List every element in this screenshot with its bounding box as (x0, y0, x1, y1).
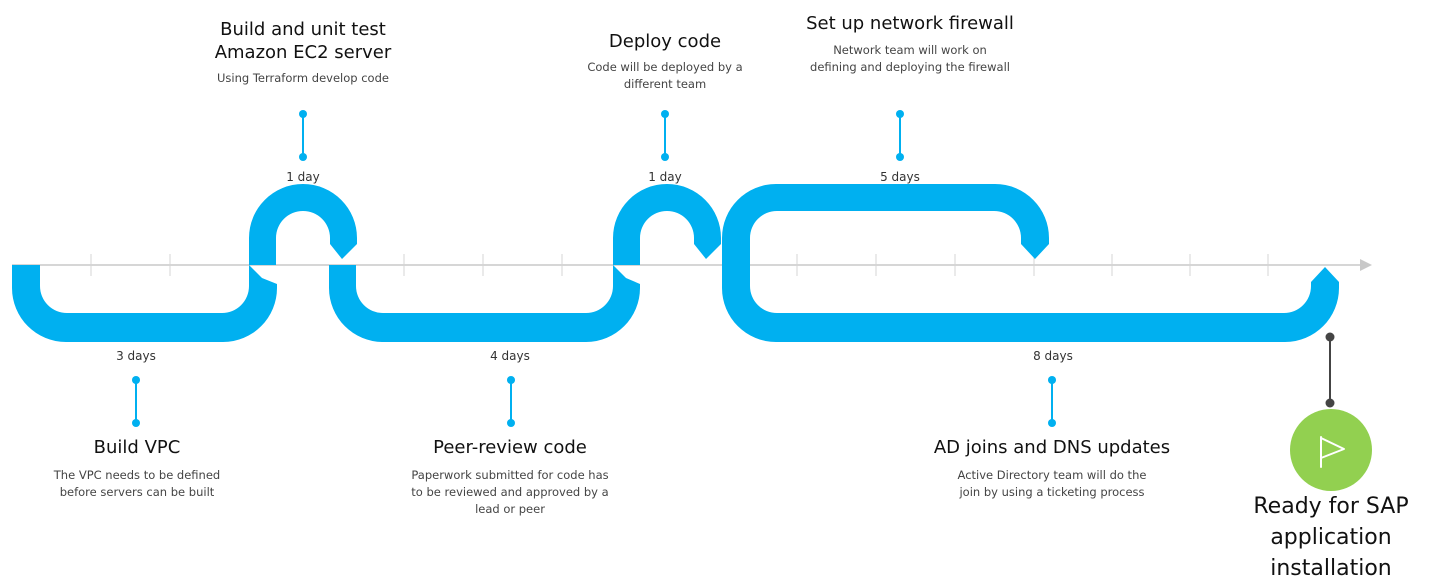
milestone-description: Paperwork submitted for code has to be r… (411, 468, 609, 516)
duration-deploy: 1 day (648, 170, 682, 184)
milestone-build-vpc: Build VPC The VPC needs to be defined be… (22, 436, 252, 501)
band-peer-review (329, 265, 640, 342)
flag-icon (1320, 436, 1345, 468)
connector-dot (661, 110, 669, 118)
duration-build-vpc: 3 days (116, 349, 156, 363)
band-build-vpc (12, 265, 277, 342)
connector-build-ec2 (299, 110, 307, 161)
milestone-description: The VPC needs to be defined before serve… (53, 468, 221, 499)
milestone-title: AD joins and DNS updates (933, 437, 1171, 458)
connector-firewall (896, 110, 904, 161)
connector-ad-dns (1048, 376, 1056, 427)
connector-dot (507, 376, 515, 384)
connector-dot (1048, 419, 1056, 427)
duration-ad-dns: 8 days (1033, 349, 1073, 363)
milestone-firewall: Set up network firewall Network team wil… (770, 12, 1050, 76)
goal-circle (1290, 409, 1372, 491)
band-ad-dns (722, 265, 1339, 342)
connector-dot (132, 376, 140, 384)
goal-connector-dot-bottom (1325, 398, 1335, 408)
milestone-title: Deploy code (608, 31, 722, 52)
milestone-deploy: Deploy code Code will be deployed by a d… (555, 30, 775, 93)
connector-peer-review (507, 376, 515, 427)
milestone-ad-dns: AD joins and DNS updates Active Director… (912, 436, 1192, 501)
connector-dot (507, 419, 515, 427)
milestone-description: Using Terraform develop code (217, 71, 389, 85)
milestone-peer-review: Peer-review code Paperwork submitted for… (390, 436, 630, 518)
duration-peer-review: 4 days (490, 349, 530, 363)
milestone-title: Peer-review code (433, 437, 587, 458)
connector-dot (299, 110, 307, 118)
milestone-description: Network team will work on defining and d… (810, 43, 1010, 74)
connector-build-vpc (132, 376, 140, 427)
connector-dot (896, 153, 904, 161)
milestone-description: Code will be deployed by a different tea… (587, 60, 743, 91)
goal-connector-dot-top (1325, 332, 1335, 342)
connector-dot (299, 153, 307, 161)
band-build-ec2 (249, 184, 357, 265)
duration-firewall: 5 days (880, 170, 920, 184)
connectors (132, 110, 1056, 427)
flow-bands (12, 184, 1339, 342)
connector-dot (661, 153, 669, 161)
milestone-build-ec2: Build and unit test Amazon EC2 server Us… (180, 18, 426, 87)
connector-deploy (661, 110, 669, 161)
connector-dot (896, 110, 904, 118)
connector-dot (132, 419, 140, 427)
milestone-title: Set up network firewall (806, 13, 1014, 34)
milestone-description: Active Directory team will do the join b… (957, 468, 1147, 499)
band-deploy-code (613, 184, 721, 265)
milestone-title: Build VPC (93, 437, 181, 458)
duration-build-ec2: 1 day (286, 170, 320, 184)
axis-arrowhead (1360, 259, 1372, 271)
connector-dot (1048, 376, 1056, 384)
milestone-title: Build and unit test Amazon EC2 server (214, 19, 392, 63)
band-firewall (722, 184, 1049, 265)
goal-label: Ready for SAP application installation (1253, 494, 1409, 581)
